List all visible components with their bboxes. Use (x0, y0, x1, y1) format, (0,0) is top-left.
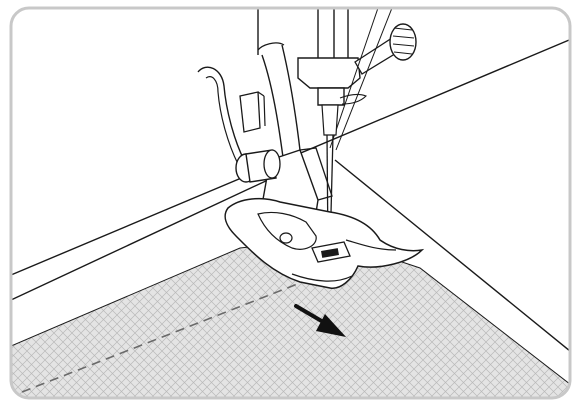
frame-border (9, 6, 572, 400)
needle-bar (257, 8, 361, 106)
shank-block (239, 91, 266, 133)
thread (329, 8, 393, 151)
needle-clamp-screw (354, 23, 417, 75)
feed-direction-arrow-icon (294, 304, 346, 337)
presser-foot (224, 147, 425, 289)
thread-guide (197, 66, 245, 165)
stitch-line (21, 282, 301, 393)
